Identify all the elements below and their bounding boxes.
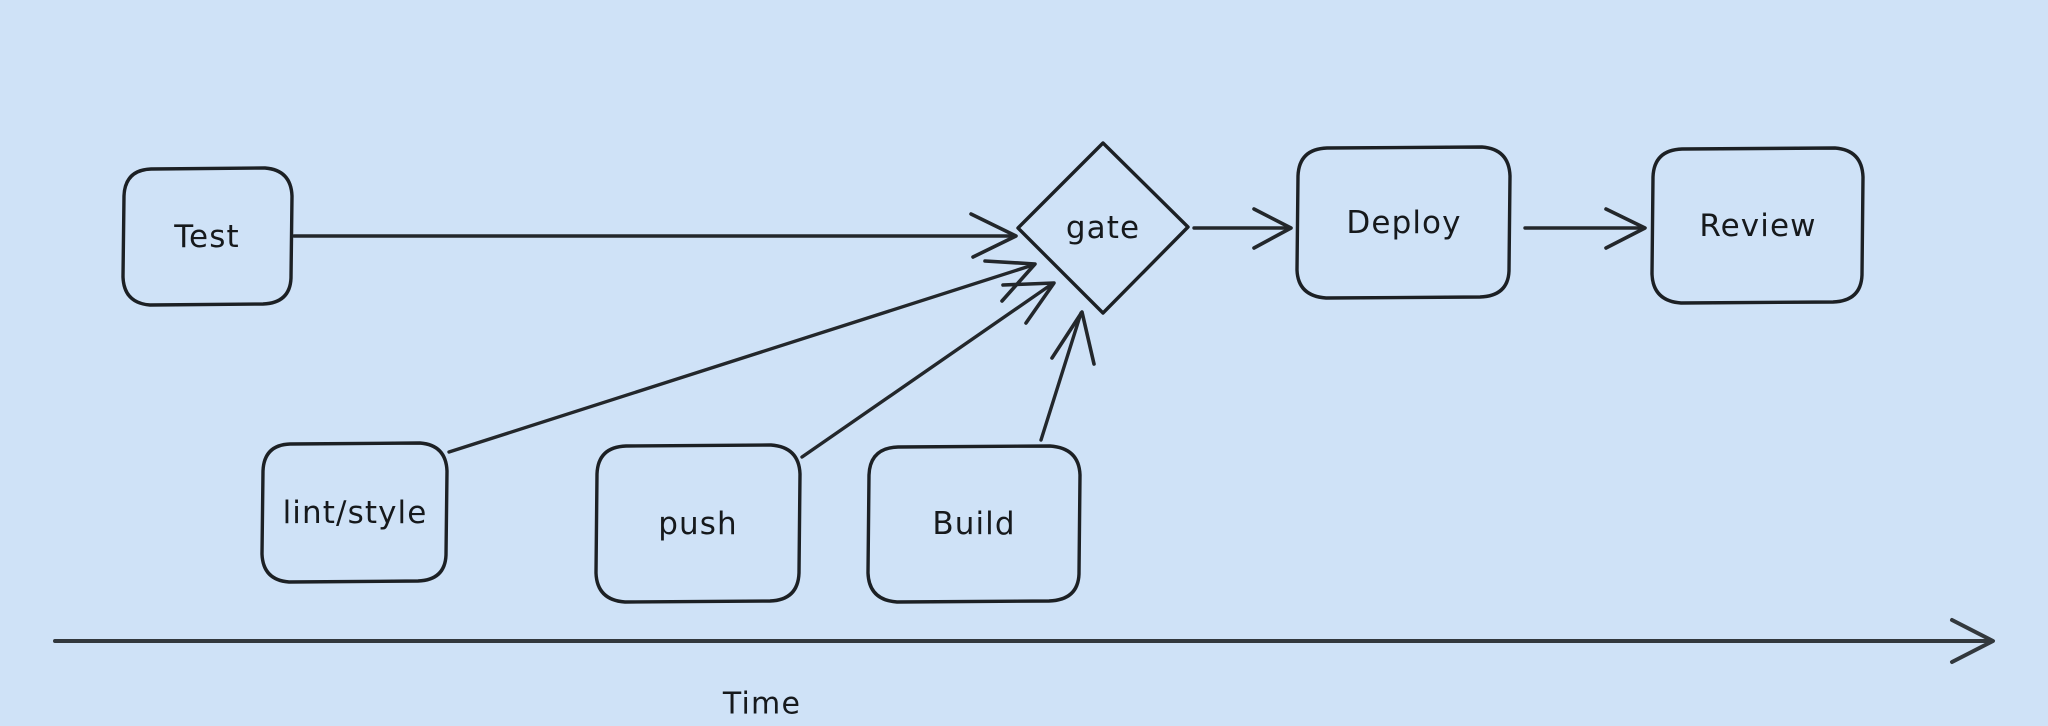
node-lint-style-outline <box>260 441 449 584</box>
node-test[interactable] <box>121 166 294 307</box>
node-gate-outline <box>1016 141 1190 315</box>
node-review[interactable] <box>1650 146 1865 305</box>
edge-build-gate-arrowhead <box>1050 310 1096 366</box>
node-build-outline <box>866 444 1082 604</box>
edge-lintstyle-gate-line <box>447 263 1035 454</box>
node-test-outline <box>121 166 294 307</box>
edge-push-gate-line <box>800 282 1054 459</box>
edge-lintstyle-gate <box>447 259 1037 454</box>
edge-deploy-review <box>1523 207 1647 250</box>
edge-deploy-review-arrowhead <box>1604 207 1647 250</box>
edge-build-gate <box>1039 310 1096 442</box>
node-deploy[interactable] <box>1295 145 1512 300</box>
edge-gate-deploy-arrowhead <box>1252 207 1293 250</box>
node-deploy-outline <box>1295 145 1512 300</box>
edge-push-gate-arrowhead <box>1001 281 1056 325</box>
edge-test-gate <box>292 212 1018 259</box>
edge-lintstyle-gate-arrowhead <box>983 259 1037 303</box>
node-review-outline <box>1650 146 1865 305</box>
time-axis <box>53 618 1995 664</box>
node-build[interactable] <box>866 444 1082 604</box>
edge-push-gate <box>800 281 1056 459</box>
time-axis-arrowhead <box>1950 618 1995 664</box>
node-gate[interactable] <box>1016 141 1190 315</box>
node-push-outline <box>594 443 802 604</box>
node-push[interactable] <box>594 443 802 604</box>
node-lint-style[interactable] <box>260 441 449 584</box>
edge-build-gate-line <box>1039 311 1083 442</box>
time-axis-label: Time <box>722 686 802 722</box>
edge-test-gate-arrowhead <box>969 212 1018 259</box>
edge-gate-deploy <box>1192 207 1293 250</box>
